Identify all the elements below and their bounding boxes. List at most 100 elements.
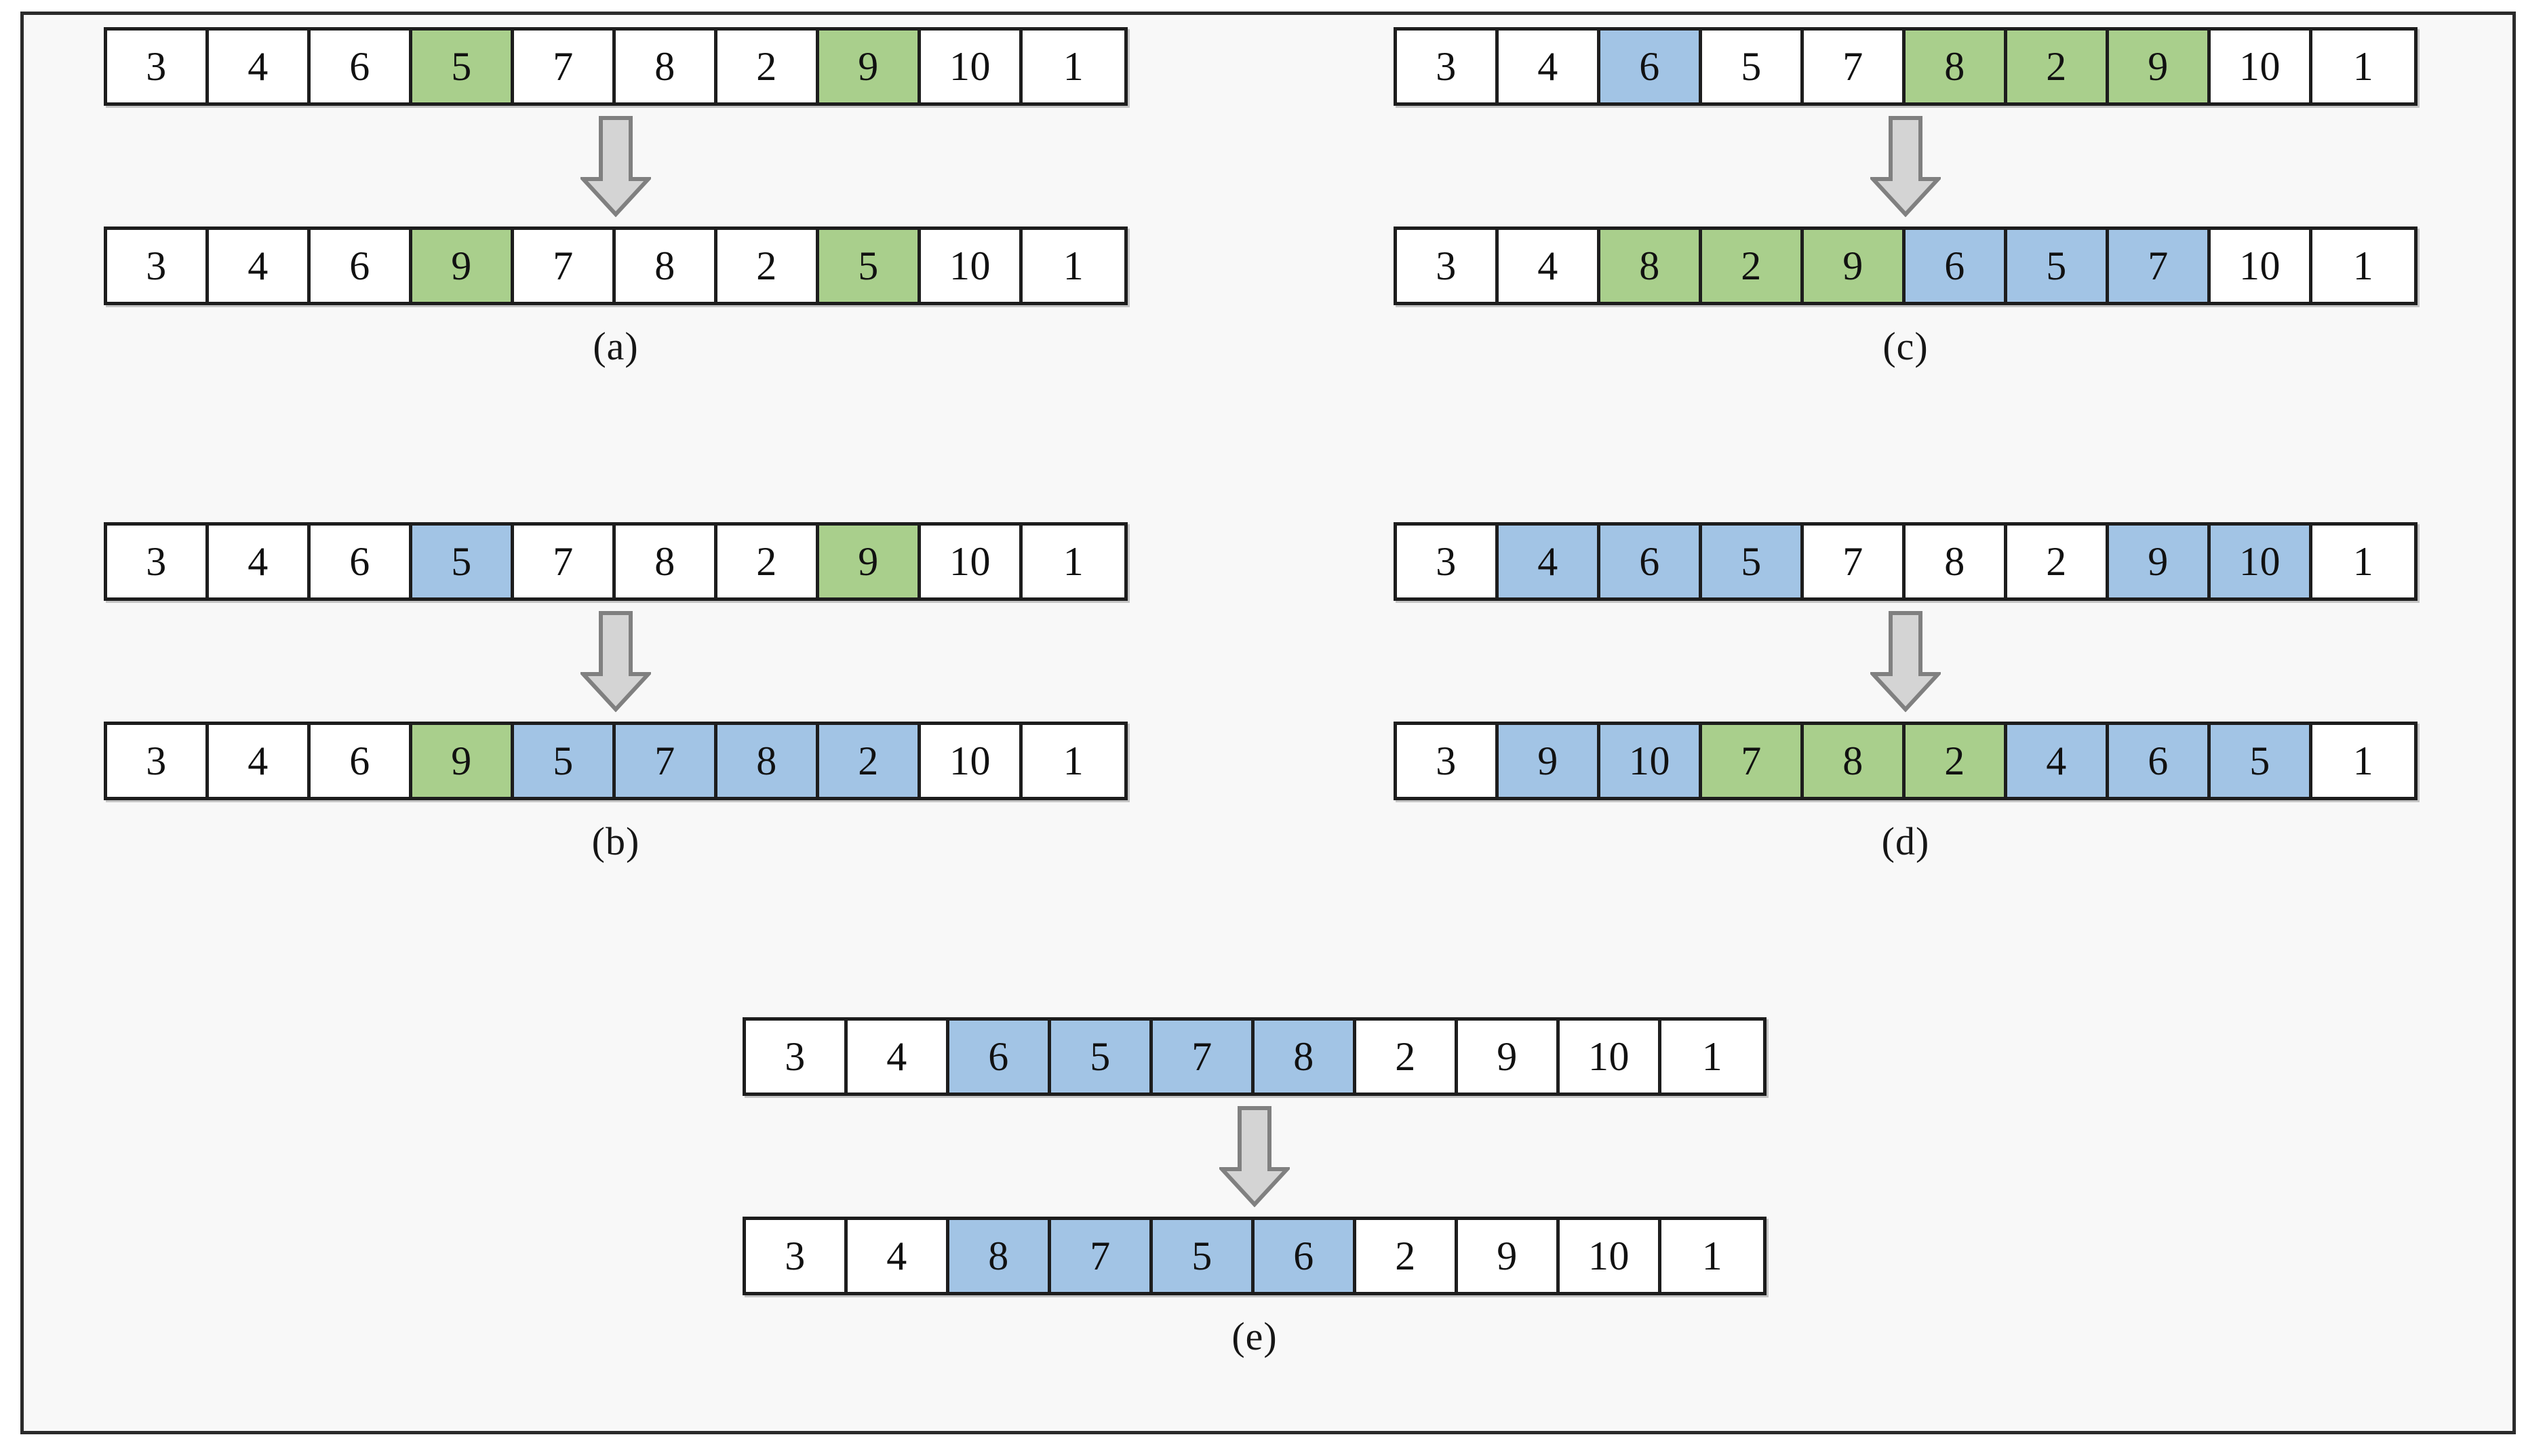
panel-caption: (d) (1881, 819, 1930, 863)
array-cell: 2 (1702, 230, 1804, 302)
array-cell: 10 (921, 31, 1023, 102)
array-cell: 2 (717, 526, 819, 597)
array-cell: 6 (949, 1021, 1051, 1093)
array-cell: 10 (921, 230, 1023, 302)
array-cell: 5 (2007, 230, 2109, 302)
down-arrow-icon (1219, 1106, 1290, 1207)
array-cell: 10 (2211, 230, 2312, 302)
array-cell: 1 (1023, 31, 1124, 102)
array-cell: 8 (616, 526, 717, 597)
array-cell: 7 (514, 526, 616, 597)
array-cell: 8 (717, 725, 819, 797)
array-cell: 8 (616, 230, 717, 302)
array-cell: 3 (107, 230, 209, 302)
array-cell: 1 (1023, 230, 1124, 302)
array-cell: 3 (1397, 526, 1499, 597)
transform-arrow-container (743, 1096, 1767, 1217)
array-cell: 9 (819, 31, 921, 102)
array-cell: 10 (1560, 1220, 1661, 1292)
array-cell: 4 (209, 526, 311, 597)
array-cell: 8 (1906, 526, 2007, 597)
array-cell: 8 (1804, 725, 1906, 797)
down-arrow-icon (1870, 611, 1941, 712)
array-cell: 6 (1906, 230, 2007, 302)
array-cell: 2 (2007, 526, 2109, 597)
array-cell: 10 (1560, 1021, 1661, 1093)
array-cell: 5 (1702, 526, 1804, 597)
array-cell: 3 (746, 1021, 848, 1093)
array-cell: 9 (1458, 1220, 1560, 1292)
array-cell: 7 (514, 230, 616, 302)
array-cell: 1 (1023, 526, 1124, 597)
array-cell: 8 (949, 1220, 1051, 1292)
array-cell: 4 (1499, 526, 1600, 597)
array-cell: 3 (107, 526, 209, 597)
array-cell: 2 (717, 31, 819, 102)
array-cell: 5 (2211, 725, 2312, 797)
array-cell: 6 (2109, 725, 2211, 797)
array-cell: 4 (2007, 725, 2109, 797)
array-cell: 7 (1702, 725, 1804, 797)
panel-caption: (a) (593, 323, 639, 368)
array-cell: 10 (921, 725, 1023, 797)
array-cell: 9 (1499, 725, 1600, 797)
array-cell: 3 (107, 31, 209, 102)
transform-arrow-container (1394, 106, 2418, 227)
array-cell: 2 (1356, 1021, 1458, 1093)
down-arrow-icon (580, 611, 651, 712)
array-cell: 7 (616, 725, 717, 797)
array-cell: 5 (514, 725, 616, 797)
array-cell: 3 (1397, 230, 1499, 302)
array-cell: 3 (1397, 31, 1499, 102)
array-cell: 5 (412, 31, 514, 102)
array-cell: 9 (819, 526, 921, 597)
array-cell: 6 (311, 230, 412, 302)
array-cell: 4 (848, 1021, 949, 1093)
array-cell: 4 (1499, 31, 1600, 102)
array-cell: 7 (514, 31, 616, 102)
array-cell: 7 (1804, 31, 1906, 102)
array-cell: 1 (2312, 230, 2414, 302)
array-cell: 10 (1600, 725, 1702, 797)
array-cell: 9 (1804, 230, 1906, 302)
array-cell: 8 (1600, 230, 1702, 302)
array-cell: 1 (2312, 526, 2414, 597)
array-cell: 8 (1906, 31, 2007, 102)
array-cell: 5 (1153, 1220, 1255, 1292)
array-cell: 1 (2312, 31, 2414, 102)
down-arrow-icon (580, 116, 651, 217)
array-cell: 2 (819, 725, 921, 797)
array-cell: 6 (1255, 1220, 1356, 1292)
array-cell: 1 (1023, 725, 1124, 797)
transform-arrow-container (104, 601, 1128, 722)
array-cell: 6 (1600, 526, 1702, 597)
array-cell: 8 (1255, 1021, 1356, 1093)
array-cell: 10 (921, 526, 1023, 597)
array-cell: 7 (1153, 1021, 1255, 1093)
array-cell: 2 (717, 230, 819, 302)
array-cell: 2 (1356, 1220, 1458, 1292)
panel-caption: (c) (1882, 323, 1929, 368)
array-cell: 6 (311, 526, 412, 597)
array-cell: 9 (1458, 1021, 1560, 1093)
down-arrow-icon (1870, 116, 1941, 217)
array-cell: 7 (1804, 526, 1906, 597)
panel-caption: (e) (1231, 1314, 1278, 1358)
array-cell: 1 (2312, 725, 2414, 797)
transform-arrow-container (104, 106, 1128, 227)
array-cell: 5 (412, 526, 514, 597)
array-cell: 2 (2007, 31, 2109, 102)
array-cell: 9 (412, 230, 514, 302)
